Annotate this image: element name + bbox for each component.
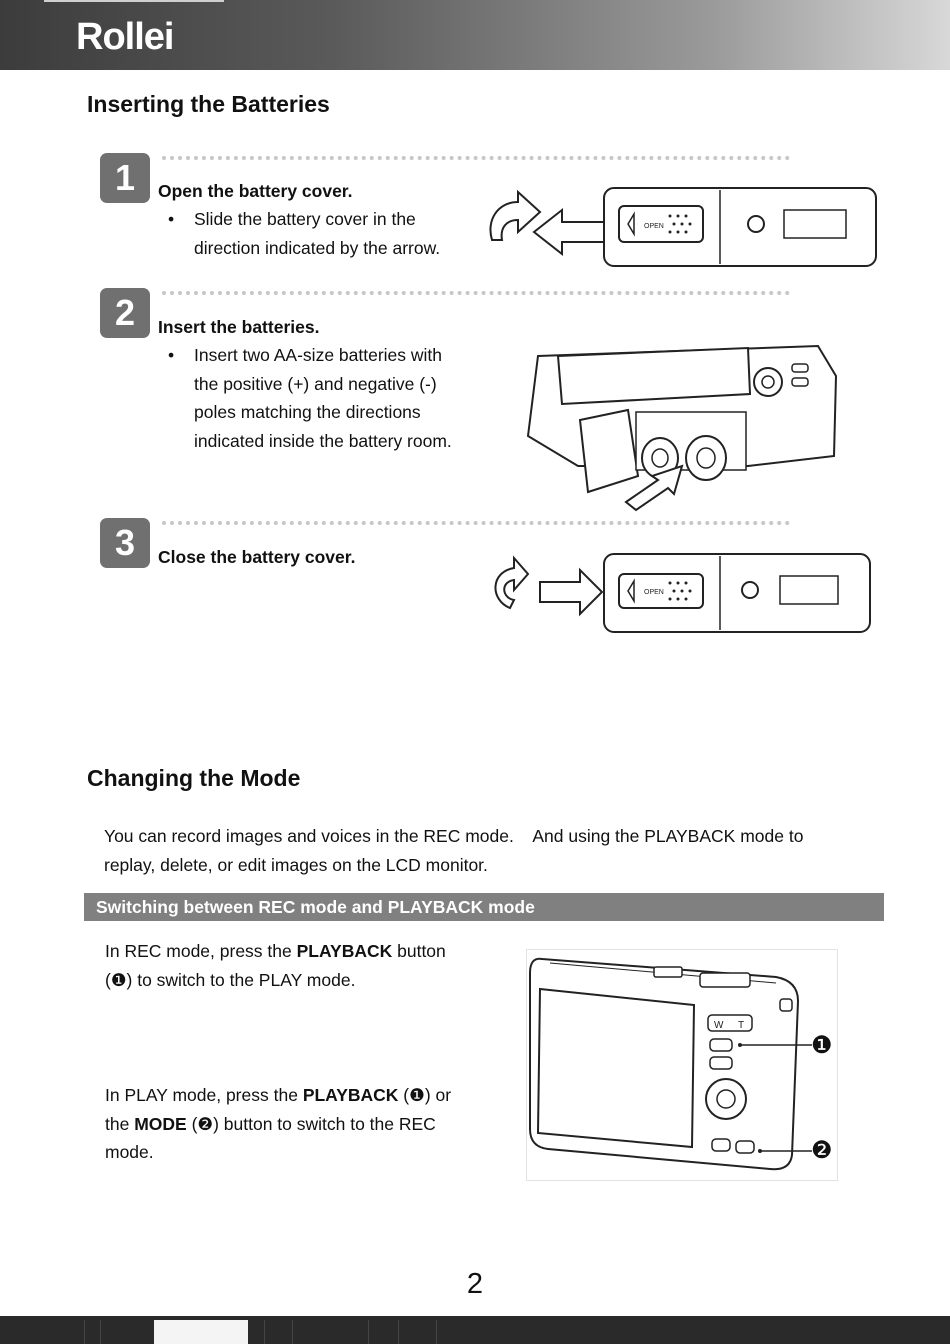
step-title-2: Insert the batteries. xyxy=(158,317,320,337)
insert-arrow-icon xyxy=(624,464,684,512)
battery-cover xyxy=(618,573,704,609)
step-text-2: Insert two AA-size batteries with the po… xyxy=(194,345,452,452)
camera-back-illustration: W T xyxy=(526,949,838,1181)
mode-button xyxy=(711,1138,731,1152)
playback-button xyxy=(709,1038,733,1052)
rec-text-d: (❶) to switch to the PLAY mode. xyxy=(105,969,356,990)
section-title-mode: Changing the Mode xyxy=(87,765,301,791)
section-title-batteries: Inserting the Batteries xyxy=(87,91,330,117)
playback-label: PLAYBACK xyxy=(302,1085,399,1105)
play-mode-text: In PLAY mode, press the PLAYBACK (❶) or … xyxy=(105,1081,505,1167)
battery-door xyxy=(578,408,640,494)
right-arrow-icon xyxy=(539,567,604,617)
left-arrow-icon xyxy=(532,207,605,257)
footer-bar xyxy=(0,1316,950,1344)
svg-text:T: T xyxy=(738,1020,744,1031)
play-text-a: In PLAY mode, press the xyxy=(105,1085,303,1105)
rec-text-c: button xyxy=(392,941,446,961)
battery-cover xyxy=(618,205,704,243)
rec-text-a: In REC mode, press the xyxy=(105,941,297,961)
svg-text:W: W xyxy=(714,1020,724,1031)
header-divider xyxy=(44,0,224,2)
intro-line-2: replay, delete, or edit images on the LC… xyxy=(104,854,488,875)
open-label: OPEN xyxy=(644,223,664,230)
open-label: OPEN xyxy=(644,589,664,596)
tripod-socket xyxy=(741,581,759,599)
header-bar: Rollei xyxy=(0,0,950,70)
intro-paragraph: You can record images and voices in the … xyxy=(104,822,894,879)
mode-label: MODE xyxy=(134,1113,187,1134)
rec-mode-text: In REC mode, press the PLAYBACK button (… xyxy=(105,937,505,994)
page-number: 2 xyxy=(466,1268,484,1300)
playback-label: PLAYBACK xyxy=(296,941,393,961)
step-text-1: Slide the battery cover in the direction… xyxy=(194,209,441,258)
step-title-3: Close the battery cover. xyxy=(158,547,356,567)
lcd-screen xyxy=(536,987,696,1149)
callout-2: ❷ xyxy=(811,1137,833,1164)
step-badge-3: 3 xyxy=(100,518,150,568)
lcd-screen xyxy=(556,346,752,406)
footer-tab xyxy=(154,1320,248,1344)
step-badge-2: 2 xyxy=(100,288,150,338)
rotate-arrow-icon xyxy=(489,189,542,241)
rollei-logo: Rollei xyxy=(76,16,174,58)
battery-cover-open-illustration: OPEN xyxy=(489,187,877,267)
play-text-f: (❷) button to switch to the REC xyxy=(186,1113,436,1134)
bullet-dot: • xyxy=(168,209,175,229)
step-divider xyxy=(162,521,790,525)
subsection-bar: Switching between REC mode and PLAYBACK … xyxy=(84,893,884,921)
step-badge-1: 1 xyxy=(100,153,150,203)
play-text-g: mode. xyxy=(105,1142,154,1163)
callout-1: ❶ xyxy=(811,1032,833,1059)
step-title-1: Open the battery cover. xyxy=(158,181,353,201)
play-text-d: the xyxy=(105,1113,135,1134)
step-divider xyxy=(162,291,790,295)
step-divider xyxy=(162,156,790,160)
intro-line-1: You can record images and voices in the … xyxy=(104,826,804,846)
tripod-socket xyxy=(747,215,765,233)
play-text-c: (❶) or xyxy=(398,1085,452,1105)
battery-cover-close-illustration: OPEN xyxy=(494,553,871,633)
zoom-button xyxy=(707,1014,753,1032)
insert-batteries-illustration xyxy=(526,344,838,512)
bullet-dot: • xyxy=(168,345,175,365)
rotate-arrow-icon xyxy=(494,555,530,610)
